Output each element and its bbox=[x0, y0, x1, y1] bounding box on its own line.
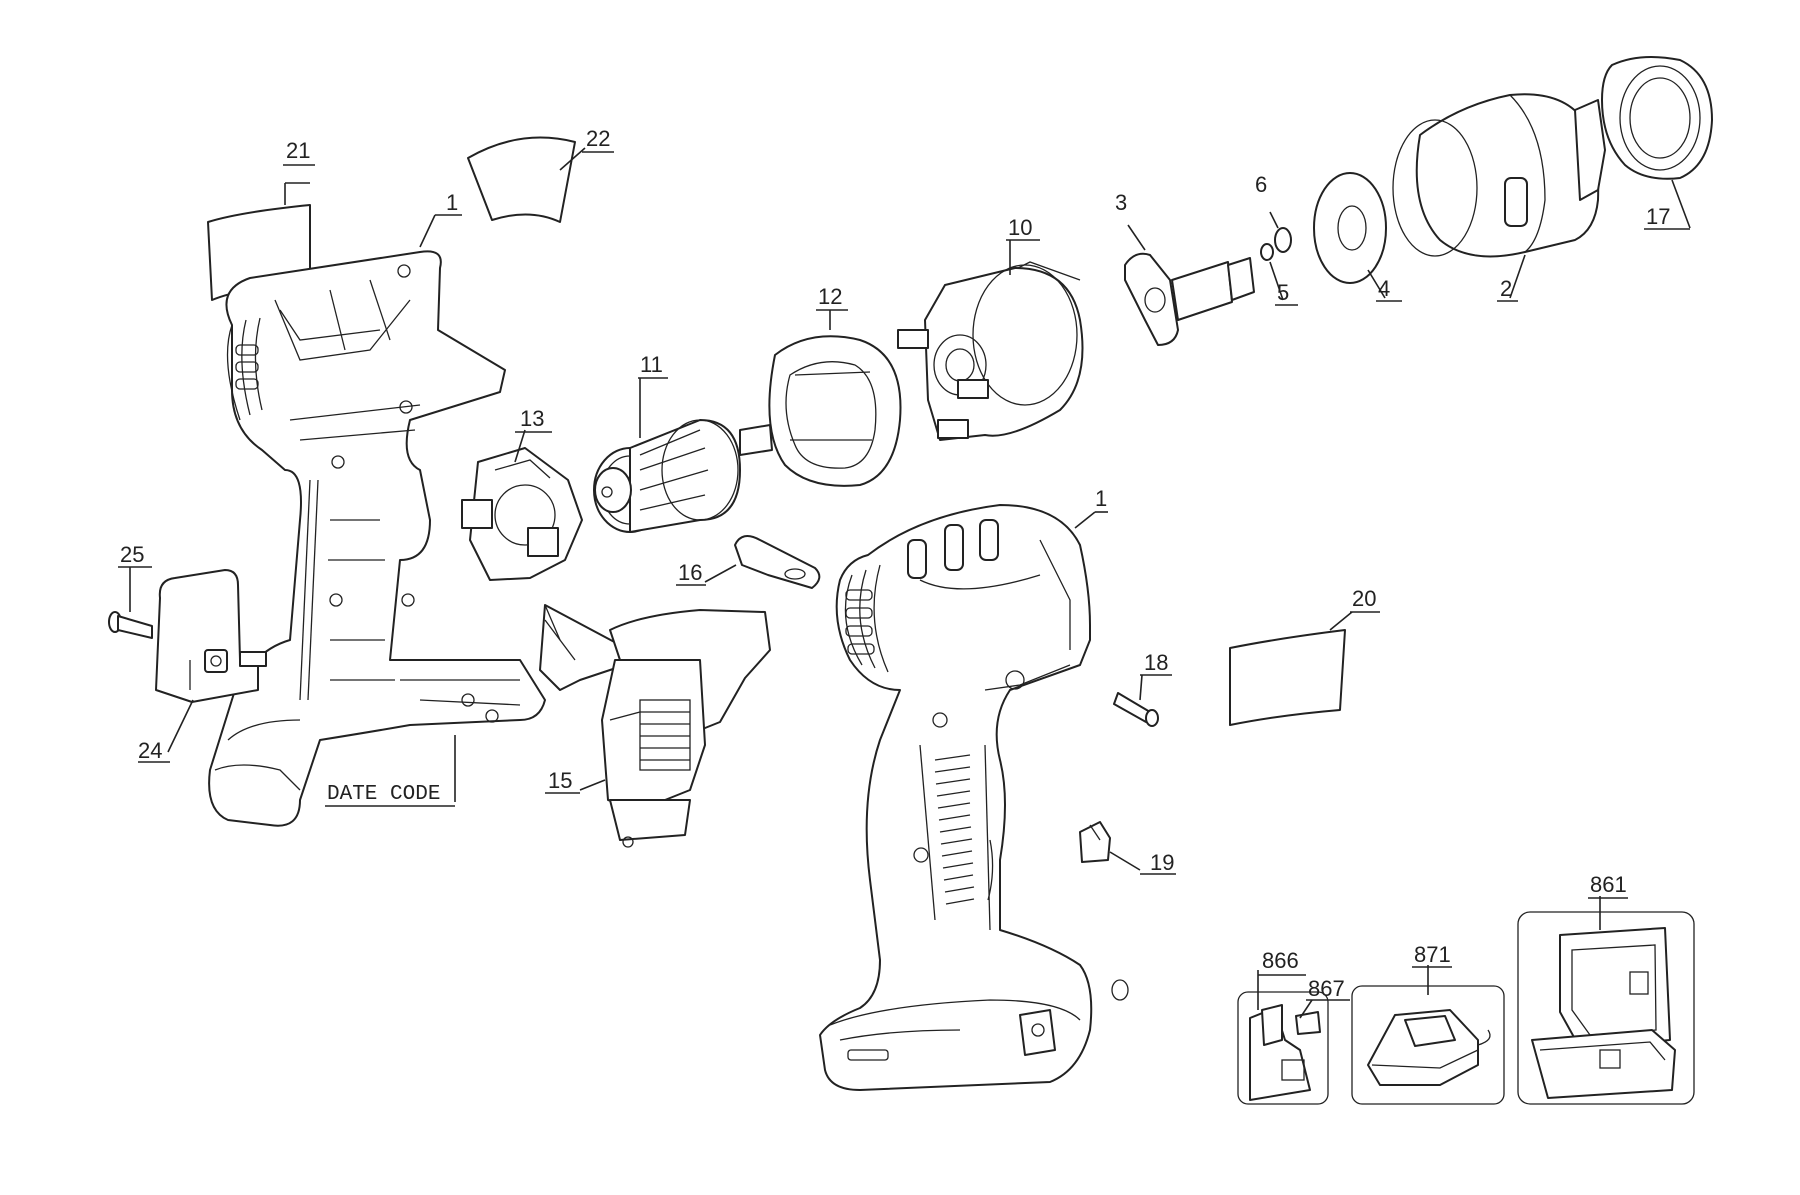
callout-861: 861 bbox=[1590, 872, 1627, 897]
part-20-label: 20 bbox=[1229, 586, 1380, 726]
part-10-gear-housing: 10 bbox=[897, 215, 1084, 441]
callout-18: 18 bbox=[1144, 650, 1168, 675]
callout-3: 3 bbox=[1115, 190, 1127, 215]
part-1-left-housing: 1 bbox=[208, 190, 546, 827]
callout-1-left: 1 bbox=[446, 190, 458, 215]
date-code-callout: DATE CODE bbox=[325, 735, 456, 807]
callout-15: 15 bbox=[548, 768, 572, 793]
part-11-armature: 11 bbox=[593, 352, 773, 533]
part-6-retaining-ring: 6 bbox=[1255, 172, 1292, 253]
part-1-right-housing: 1 bbox=[819, 486, 1129, 1091]
part-871-charger: 871 bbox=[1351, 942, 1505, 1105]
grip-slots bbox=[934, 754, 975, 905]
part-866-battery-pack: 866 bbox=[1237, 948, 1329, 1105]
callout-871: 871 bbox=[1414, 942, 1451, 967]
part-4-thrust-washer: 4 bbox=[1313, 172, 1402, 302]
callout-867: 867 bbox=[1308, 976, 1345, 1001]
part-19-led-module: 19 bbox=[1079, 821, 1176, 875]
callout-1-right: 1 bbox=[1095, 486, 1107, 511]
callout-4: 4 bbox=[1378, 276, 1390, 301]
part-16-forward-reverse-slider: 16 bbox=[676, 535, 821, 589]
callout-17: 17 bbox=[1646, 204, 1670, 229]
part-861-carrying-case: 861 bbox=[1517, 872, 1695, 1105]
part-867-battery-cap: 867 bbox=[1295, 976, 1350, 1035]
part-3-anvil: 3 bbox=[1115, 190, 1255, 346]
callout-2: 2 bbox=[1500, 276, 1512, 301]
callout-21: 21 bbox=[286, 138, 310, 163]
part-24-belt-clip: 24 bbox=[138, 569, 267, 763]
callout-12: 12 bbox=[818, 284, 842, 309]
callout-6: 6 bbox=[1255, 172, 1267, 197]
callout-10: 10 bbox=[1008, 215, 1032, 240]
part-22-label-plate: 22 bbox=[467, 126, 614, 223]
part-17-rubber-boot: 17 bbox=[1601, 56, 1713, 230]
date-code-label: DATE CODE bbox=[327, 783, 440, 806]
part-25-screw: 25 bbox=[108, 542, 153, 639]
callout-20: 20 bbox=[1352, 586, 1376, 611]
callout-25: 25 bbox=[120, 542, 144, 567]
callout-24: 24 bbox=[138, 738, 162, 763]
part-13-brush-holder: 13 bbox=[461, 406, 583, 581]
part-5-washer: 5 bbox=[1260, 243, 1298, 306]
callout-13: 13 bbox=[520, 406, 544, 431]
part-15-trigger-switch: 15 bbox=[539, 604, 771, 848]
callout-11: 11 bbox=[640, 352, 663, 377]
callout-16: 16 bbox=[678, 560, 702, 585]
part-12-magnet-ring: 12 bbox=[768, 284, 902, 487]
part-18-screw: 18 bbox=[1113, 650, 1172, 727]
callout-22: 22 bbox=[586, 126, 610, 151]
callout-866: 866 bbox=[1262, 948, 1299, 973]
callout-19: 19 bbox=[1150, 850, 1174, 875]
callout-5: 5 bbox=[1277, 280, 1289, 305]
part-2-nose-housing: 2 bbox=[1392, 93, 1606, 302]
